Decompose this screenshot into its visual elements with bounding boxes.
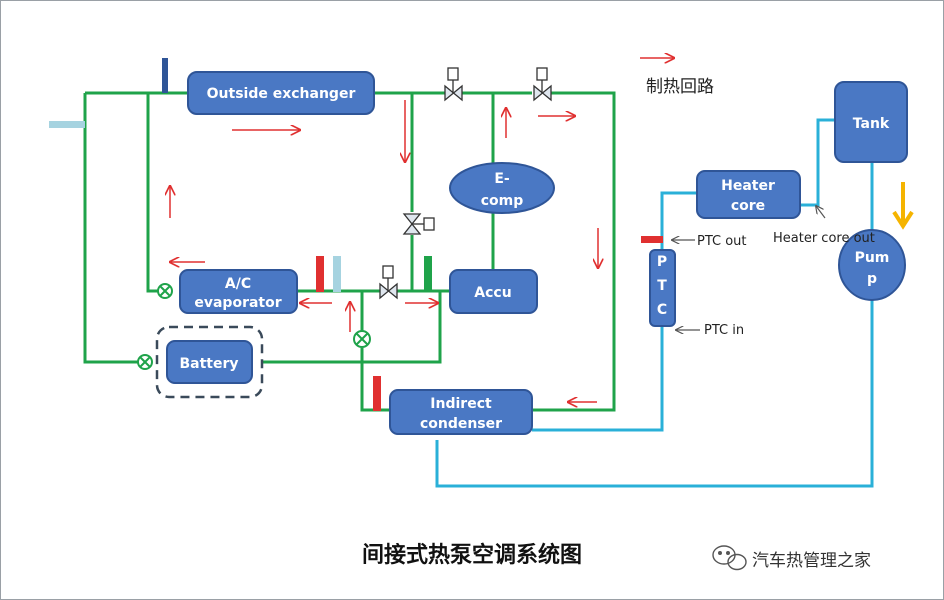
coolant-flow-arrow [892, 182, 914, 230]
tank: Tank [834, 81, 908, 163]
heating-flow-arrows [170, 100, 598, 402]
ptc-out-label: PTC out [697, 234, 747, 249]
refrigerant-circuit [83, 91, 616, 412]
shutoff-valve-battery [137, 354, 153, 370]
indirect-condenser: Indirect condenser [389, 389, 533, 435]
wechat-icon [712, 545, 747, 571]
legend-label: 制热回路 [646, 77, 714, 97]
label-pointers [672, 206, 826, 330]
e-comp: E- comp [449, 162, 555, 214]
battery-label: Battery [179, 356, 238, 372]
e-comp-label-line1: E- [494, 171, 510, 187]
tank-label: Tank [853, 116, 890, 132]
ac-evaporator-label-line1: A/C [225, 276, 251, 292]
battery: Battery [155, 325, 264, 399]
ac-evaporator-label-line2: evaporator [194, 295, 281, 311]
ac-evaporator: A/C evaporator [179, 269, 298, 314]
heater-core: Heater core [696, 170, 801, 219]
ptc-label-c: C [657, 302, 667, 318]
air-inlet-pipe [49, 121, 85, 128]
expansion-valve-top-1 [444, 67, 463, 102]
expansion-valve-middle [402, 213, 435, 235]
diagram-title: 间接式热泵空调系统图 [362, 542, 582, 568]
e-comp-label-line2: comp [481, 193, 524, 209]
indirect-condenser-label-line1: Indirect [430, 396, 492, 412]
accu-label: Accu [474, 285, 511, 301]
outside-exchanger: Outside exchanger [187, 71, 375, 115]
expansion-valve-top-2 [533, 67, 552, 102]
temp-sensor-green [424, 256, 432, 292]
indirect-condenser-label-line2: condenser [420, 416, 502, 432]
shutoff-valve-condenser-branch [353, 330, 371, 348]
watermark: 汽车热管理之家 [712, 545, 871, 571]
temp-sensor-red-2 [373, 376, 381, 411]
watermark-text: 汽车热管理之家 [752, 551, 871, 571]
top-left-sensor [162, 58, 168, 93]
expansion-valve-lower [379, 265, 398, 300]
outside-exchanger-label: Outside exchanger [207, 86, 356, 102]
pump-label-line2: p [867, 271, 877, 287]
heater-core-label-line2: core [731, 198, 765, 214]
ptc-heater: P T C [649, 249, 676, 327]
ptc-label-t: T [657, 278, 667, 294]
accu: Accu [449, 269, 538, 314]
heater-core-label-line1: Heater [721, 178, 775, 194]
pump-label-line1: Pum [855, 250, 890, 266]
ptc-out-sensor [641, 236, 663, 243]
ptc-label-p: P [657, 254, 667, 270]
pump: Pum p [838, 229, 906, 301]
temp-sensor-red-1 [316, 256, 324, 292]
coolant-circuit [435, 118, 874, 488]
temp-sensor-light-blue [333, 256, 341, 292]
heater-core-out-label: Heater core out [773, 231, 875, 246]
ptc-in-label: PTC in [704, 323, 744, 338]
shutoff-valve-evaporator [157, 283, 173, 299]
